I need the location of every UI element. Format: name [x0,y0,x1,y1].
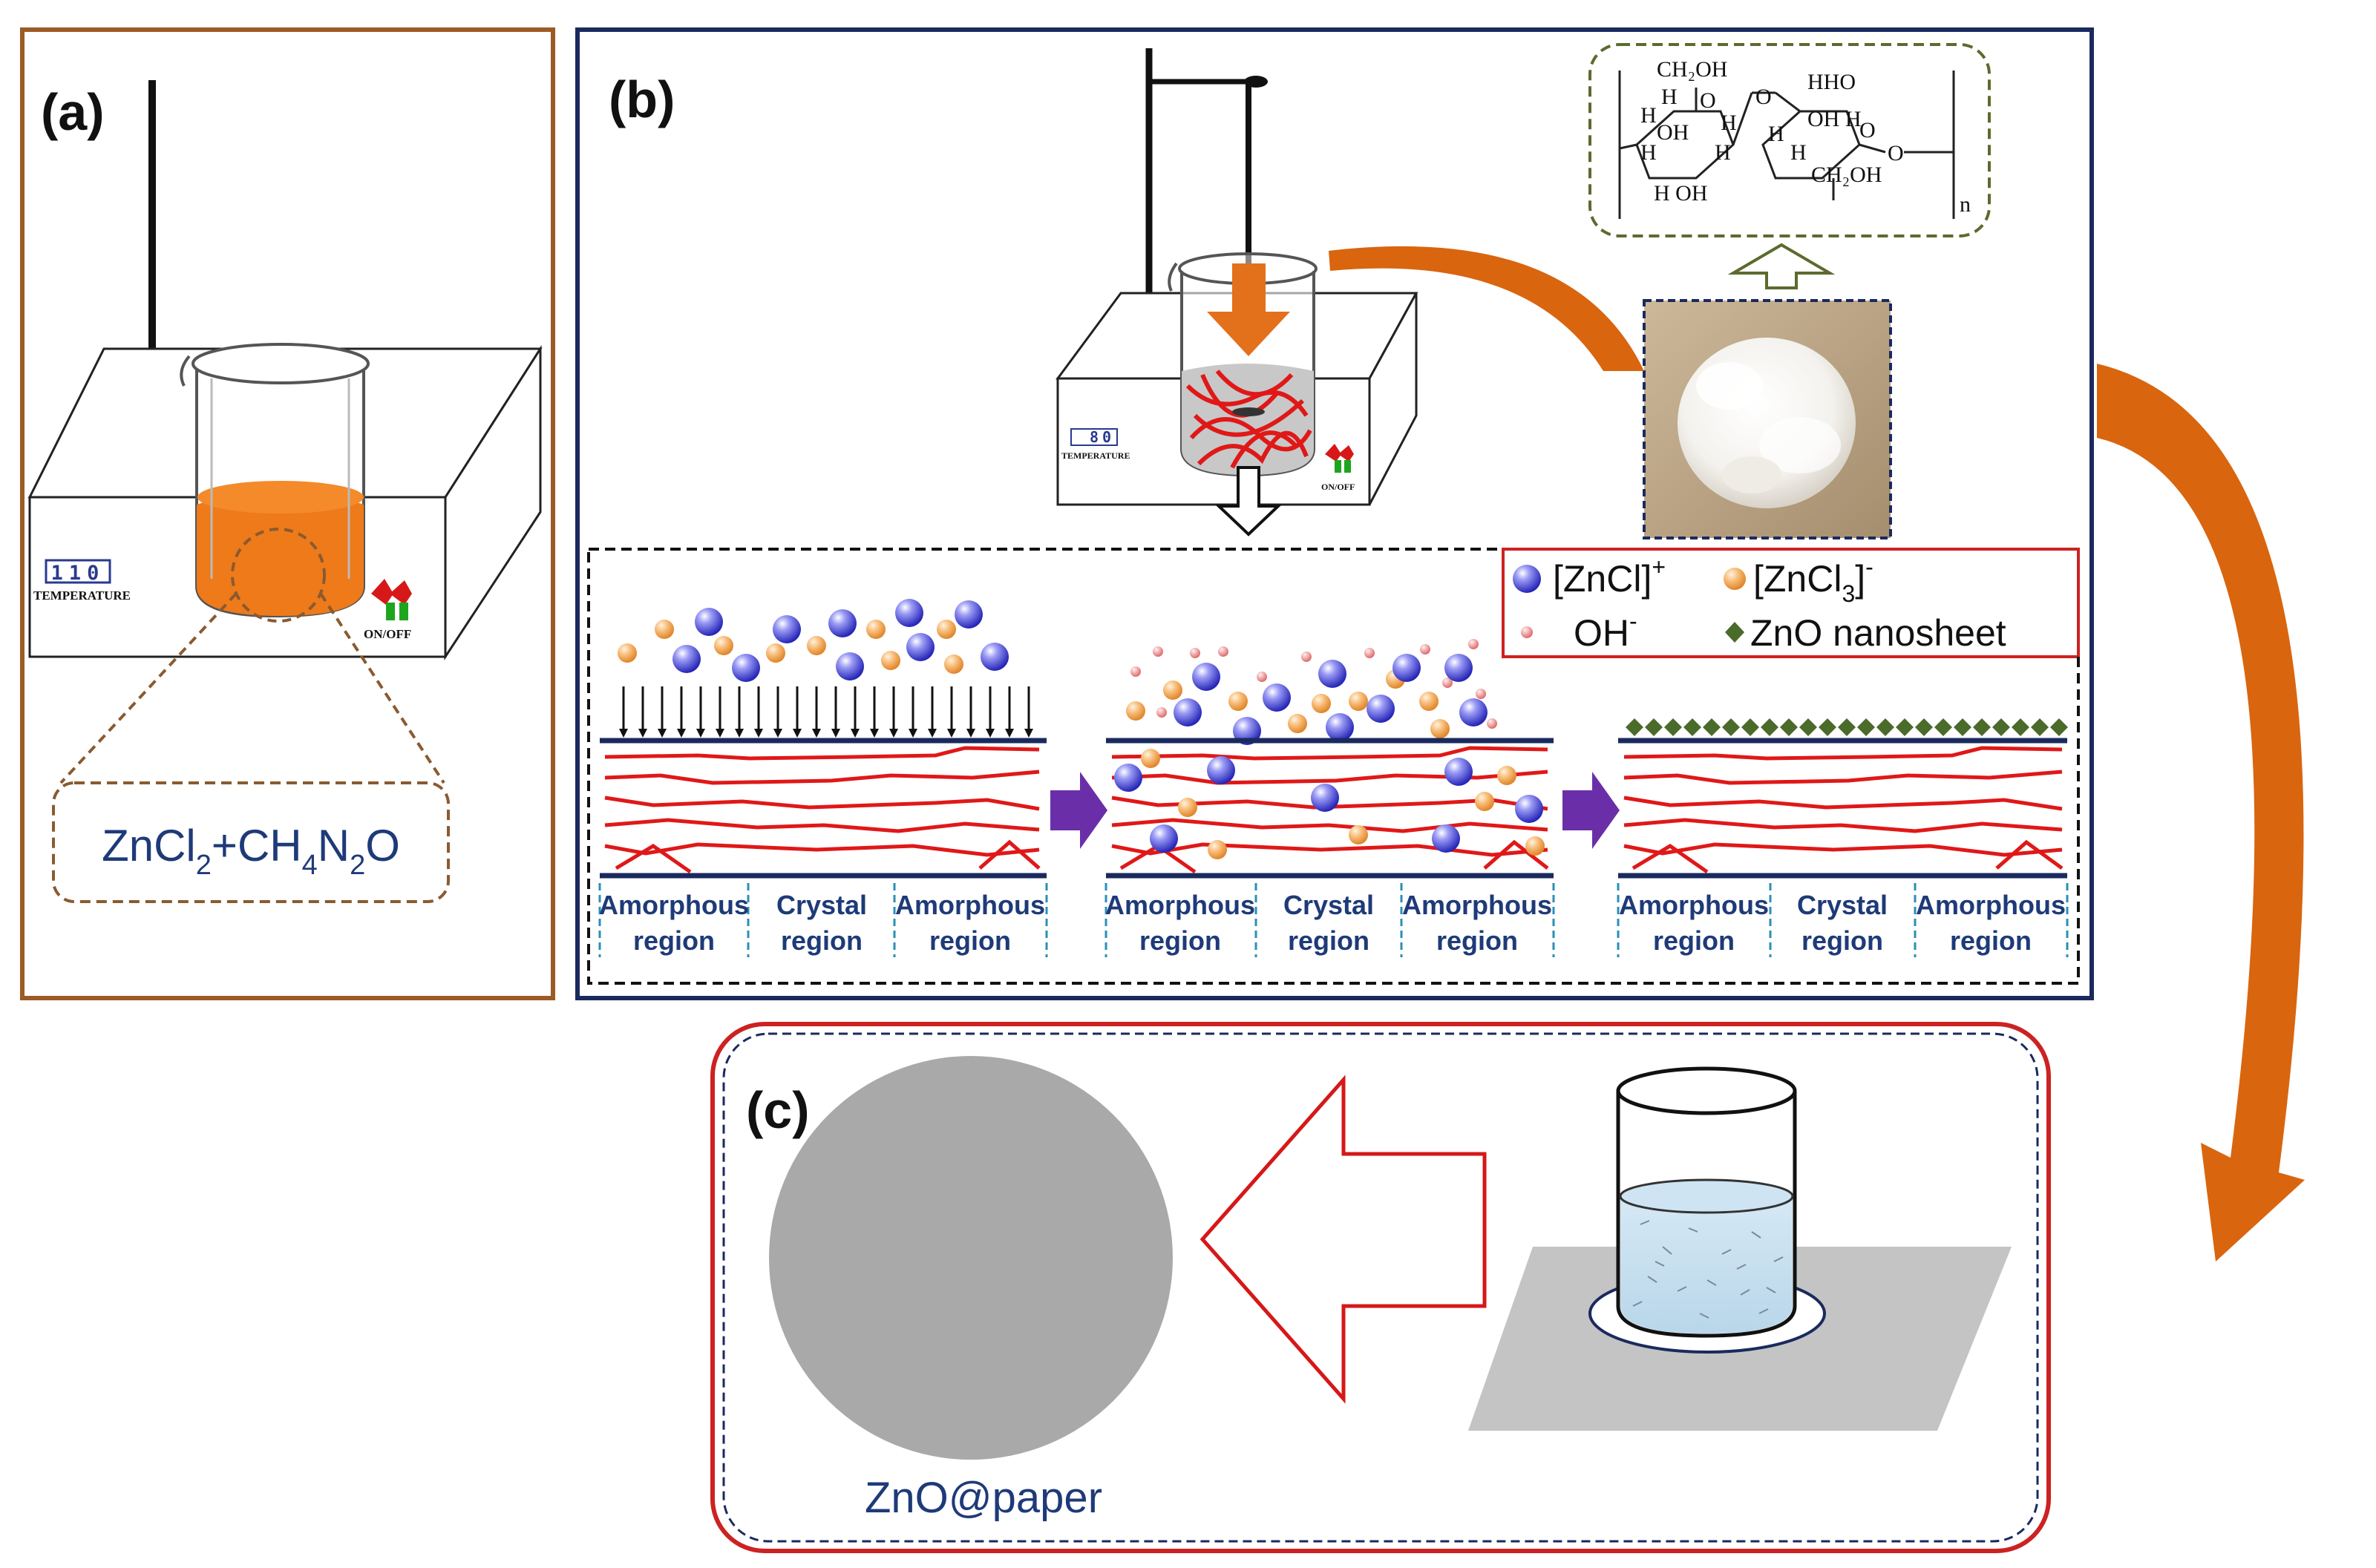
hollow-up-arrow [1727,243,1836,289]
beaker-rim [192,343,370,384]
panel-a: (a) 110 TEMPERATURE [20,27,555,1000]
temperature-display: 110 TEMPERATURE [33,559,131,603]
switch-b-label: ON/OFF [1321,482,1355,492]
s2-r2-l1: Crystal [1283,890,1374,920]
s1-r3-l2: region [929,925,1011,956]
water-solution [1620,1193,1793,1334]
s3-r3-l1: Amorphous [1916,890,2066,920]
legend-oh-icon [1521,626,1533,638]
stage-1-ions [618,599,1009,682]
hho: HHO [1807,70,1856,94]
formula-text: ZnCl2+CH4N2O [102,821,400,881]
beaker-b [1168,252,1318,477]
hollow-left-arrow [1200,1075,1487,1404]
stage-2: Amorphous region Crystal region Amorphou… [1104,639,1555,957]
switch-label: ON/OFF [364,627,411,641]
curved-arrow-photo-to-beaker [1329,246,1644,371]
s2-r3-l2: region [1436,925,1518,956]
h-b: H [1721,111,1737,135]
h-e: H [1715,140,1731,165]
s1-r1-l1: Amorphous [599,890,749,920]
h-oh-bottom: H OH [1654,181,1708,206]
panel-b-label: (b) [609,70,675,128]
panel-c: (c) ZnO@paper [710,1022,2051,1553]
s2-r1-l2: region [1139,925,1221,956]
panel-c-label: (c) [746,1081,810,1139]
panel-a-label: (a) [41,83,105,141]
s3-r1-l2: region [1653,925,1735,956]
orange-solution [197,490,364,616]
suspended-flakes [1632,1220,1784,1319]
s1-r3-l1: Amorphous [895,890,1045,920]
glass-vessel [1616,1066,1797,1338]
mechanism-frame [587,548,2080,985]
panel-a-frame [20,27,555,1000]
s3-r1-l1: Amorphous [1619,890,1769,920]
cellulose-structure: CH₂OH O H H OH H H H H OH O HHO OH H H H… [1588,43,1991,237]
stage-3-fibers [1623,746,2064,874]
zno-paper-disc [769,1056,1173,1460]
o-ring1: O [1700,88,1716,113]
ch2oh-bottom: CH₂OH [1811,163,1882,187]
o-bridge: O [1755,85,1772,109]
vessel-rim [1616,1066,1797,1115]
formula-box [52,781,450,903]
s1-r1-l2: region [633,925,715,956]
stage-2-ions [1126,639,1497,745]
beaker [180,343,370,618]
display-label: TEMPERATURE [33,588,131,603]
display-digits: 110 [51,562,105,585]
ch2oh-top: CH₂OH [1657,57,1727,82]
s2-r2-l2: region [1288,925,1369,956]
stage-arrow-2 [1562,772,1620,849]
s2-r3-l1: Amorphous [1402,890,1552,920]
panel-b-frame [575,27,2094,1000]
s1-r2-l2: region [781,925,863,956]
s2-r1-l1: Amorphous [1105,890,1255,920]
legend-oh-label: OH- [1574,608,1637,654]
stage-1: Amorphous region Crystal region Amorphou… [598,599,1048,957]
legend-zncl-label: [ZnCl]+ [1553,554,1666,600]
h-f: H [1768,122,1784,146]
legend-zncl3-label: [ZnCl3]- [1753,554,1873,607]
panel-c-frame-inner [722,1032,2039,1543]
h-a: H [1661,85,1678,109]
curved-arrow-b-to-c [2097,364,2305,1262]
h-c: H [1640,103,1657,128]
oh-1: OH [1657,120,1689,145]
power-switch: ON/OFF [364,579,412,641]
o-ring2: O [1859,118,1876,142]
s1-r2-l1: Crystal [776,890,867,920]
display-b-label: TEMPERATURE [1061,450,1130,461]
stage-arrow-1 [1050,772,1107,849]
s3-r3-l2: region [1950,925,2032,956]
stage-1-fibers [604,746,1041,874]
stage-3: Amorphous region Crystal region Amorphou… [1617,718,2069,957]
h-d: H [1640,140,1657,165]
hollow-down-arrow [1214,466,1283,537]
panel-b: (b) 80 TEMPERATURE ON/OFF [575,27,2094,1000]
h-g: H [1790,140,1807,165]
legend-zno-icon [1725,622,1744,643]
legend-zno-label: ZnO nanosheet [1750,612,2006,654]
legend: [ZnCl]+ [ZnCl3]- OH- ZnO nanosheet [1502,548,2080,658]
display-b-digits: 80 [1090,428,1115,446]
o-end: O [1888,141,1904,165]
legend-zncl3-icon [1724,568,1746,590]
zno-paper-label: ZnO@paper [865,1474,1102,1522]
zoom-circle [231,528,326,623]
legend-zncl-icon [1513,565,1541,593]
s3-r2-l1: Crystal [1797,890,1888,920]
n-subscript: n [1960,192,1971,217]
oh-h: OH H [1807,107,1862,131]
s3-r2-l2: region [1801,925,1883,956]
zno-nanosheet-row [1626,718,2068,736]
cotton-photo [1643,299,1892,539]
stage-2-embedded-ions [1114,749,1545,859]
orange-down-arrow [1207,263,1290,356]
stage-1-arrows [622,686,1030,731]
